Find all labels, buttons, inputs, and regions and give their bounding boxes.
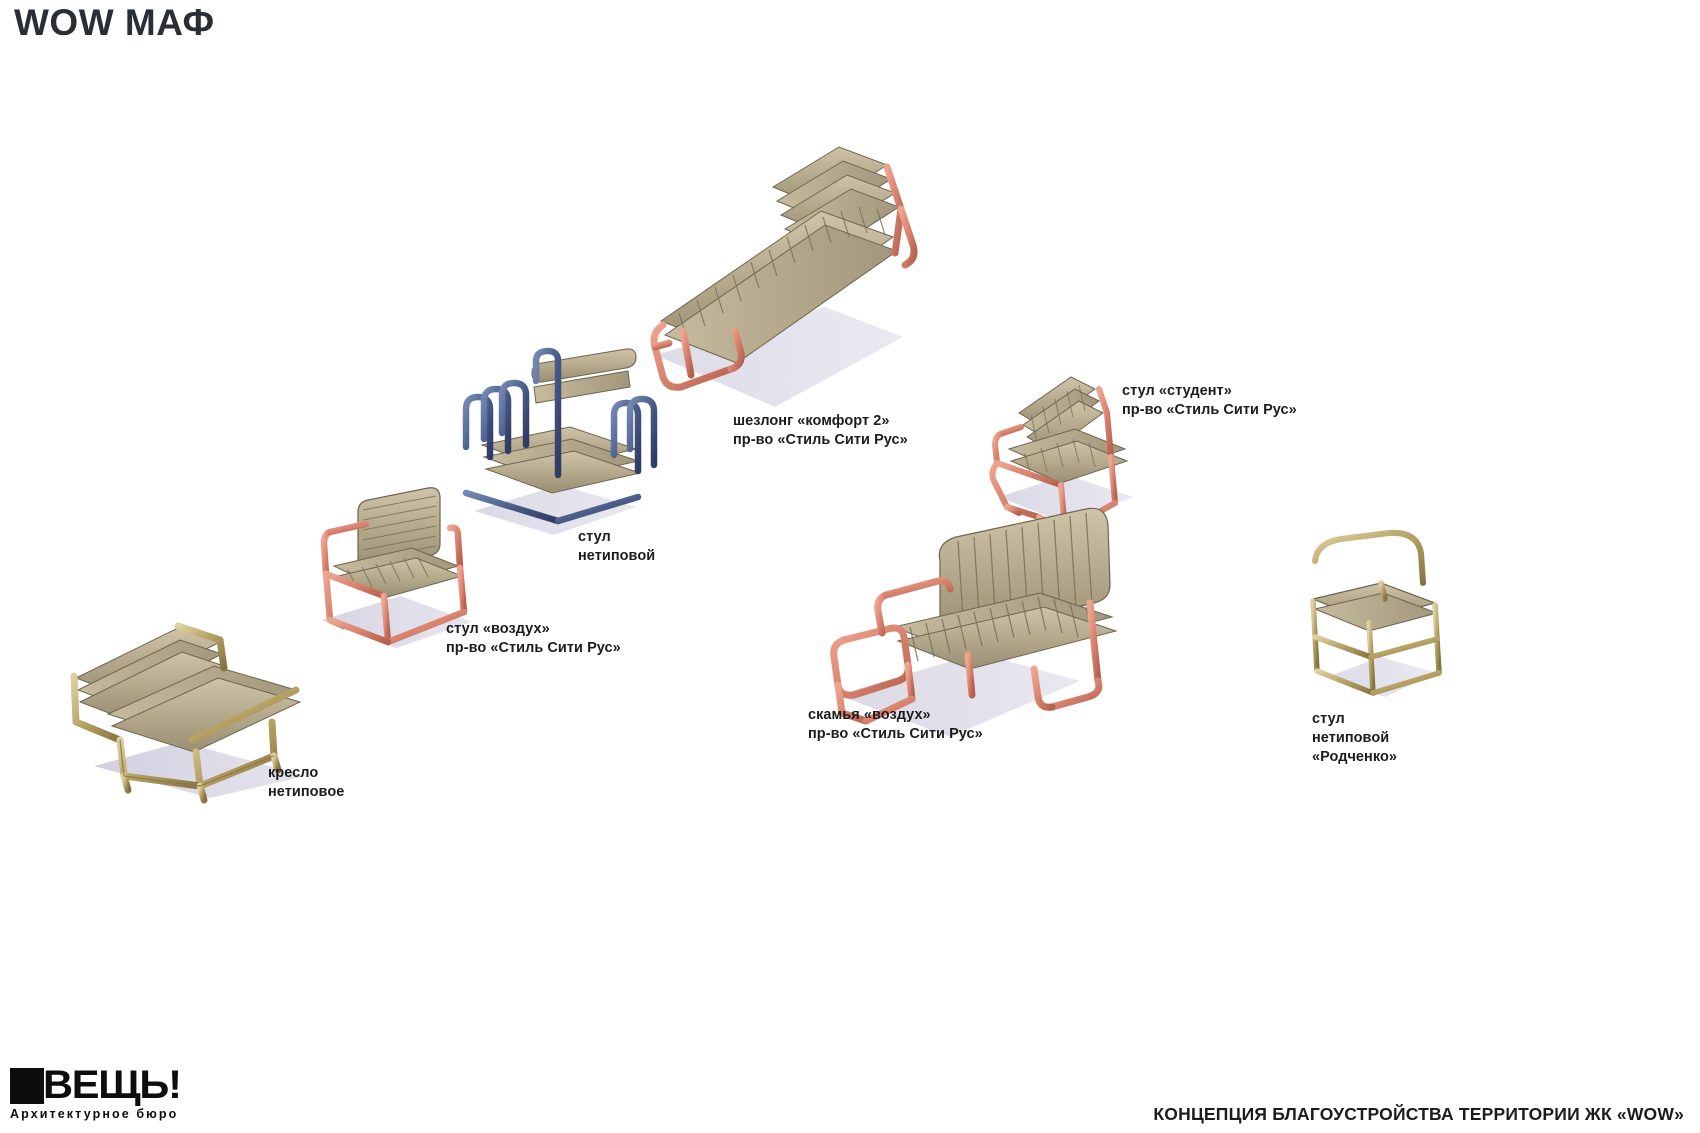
logo-mark: ВЕЩЬ! <box>10 1063 230 1107</box>
chair-rodchenko-backrail <box>1312 529 1426 590</box>
logo-tagline: Архитектурное бюро <box>10 1107 179 1121</box>
figure-chair-vozduh <box>300 470 500 670</box>
armchair-frame <box>70 622 300 804</box>
bench-frame <box>830 577 1103 725</box>
figure-bench-vozduh <box>790 495 1120 765</box>
chaise-shadow <box>655 307 903 407</box>
studio-logo: ВЕЩЬ! Архитектурное бюро <box>10 1063 230 1121</box>
figure-chaise-komfort-2 <box>625 125 955 435</box>
label-chair-rodchenko: стул нетиповой «Родченко» <box>1312 711 1397 766</box>
page-title: WOW МАФ <box>14 2 215 43</box>
label-chaise-komfort-2: шезлонг «комфорт 2» пр-во «Стиль Сити Ру… <box>733 413 908 449</box>
chair-rodchenko-frame <box>1310 580 1442 696</box>
bench-shadow <box>838 653 1080 737</box>
logo-wordmark: ВЕЩЬ! <box>43 1063 182 1107</box>
chair-vozduh-frame <box>320 520 468 646</box>
figure-armchair-custom <box>60 590 340 820</box>
chair-student-seat <box>1007 428 1129 484</box>
armchair-backrest <box>74 627 226 719</box>
chair-vozduh-shadow <box>322 596 472 648</box>
chair-vozduh-seat <box>332 547 464 599</box>
label-chair-custom-blue: стул нетиповой <box>578 529 656 565</box>
label-chair-student: стул «студент» пр-во «Стиль Сити Рус» <box>1122 383 1297 419</box>
label-bench-vozduh: скамья «воздух» пр-во «Стиль Сити Рус» <box>808 707 983 743</box>
label-armchair-custom: кресло нетиповое <box>268 765 345 801</box>
chair-rodchenko-seat <box>1311 582 1439 632</box>
chair-rodchenko-shadow <box>1327 657 1437 697</box>
chaise-bed <box>659 206 899 364</box>
figure-chair-custom-blue <box>450 335 670 555</box>
logo-block-icon <box>10 1068 44 1104</box>
chair-student-shadow <box>999 475 1133 523</box>
bench-seat <box>892 592 1118 670</box>
label-chair-vozduh: стул «воздух» пр-во «Стиль Сити Рус» <box>446 621 621 657</box>
chair-custom-blue-frame <box>462 347 658 525</box>
chair-custom-blue-backrest <box>531 348 637 404</box>
chair-rodchenko-spindles <box>1322 531 1406 600</box>
chaise-frame <box>650 163 918 391</box>
armchair-frame-edges <box>119 739 275 787</box>
figure-chair-rodchenko <box>1285 525 1465 715</box>
footer-caption: КОНЦЕПЦИЯ БЛАГОУСТРОЙСТВА ТЕРРИТОРИИ ЖК … <box>1153 1104 1684 1124</box>
